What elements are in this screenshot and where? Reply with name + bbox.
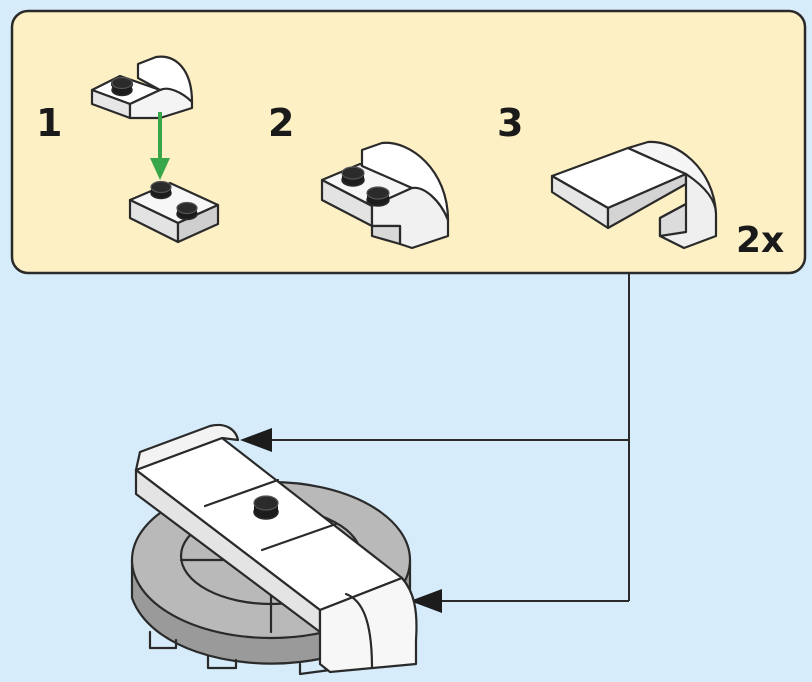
quantity-multiplier: 2x	[736, 220, 784, 261]
combined-brick-assembly	[320, 141, 450, 250]
black-arrow-left-icon	[240, 428, 272, 452]
white-slope-bar	[134, 423, 418, 674]
curved-slope-brick	[90, 55, 194, 120]
tile-attached-assembly	[550, 140, 718, 250]
step-number-3: 3	[497, 101, 523, 145]
step-number-2: 2	[268, 101, 294, 145]
green-arrow-down-icon	[150, 112, 170, 180]
step-number-1: 1	[36, 101, 62, 145]
black-arrow-left-icon	[410, 589, 442, 613]
plate-1x2	[128, 180, 220, 244]
connector-lines	[270, 274, 630, 602]
